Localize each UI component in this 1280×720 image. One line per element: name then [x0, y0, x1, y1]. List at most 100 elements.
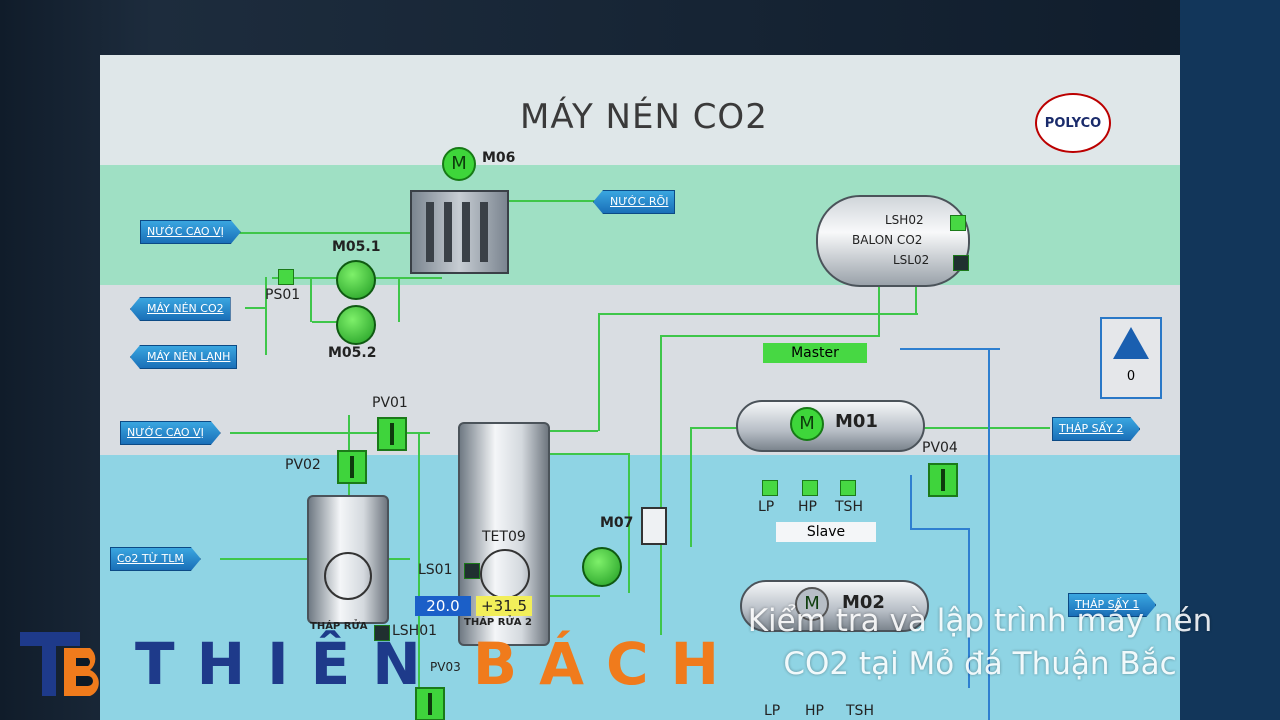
indicator-tsh	[840, 480, 856, 496]
thap-rua-vessel	[307, 495, 389, 624]
label-lp: LP	[758, 499, 775, 515]
thien-bach-logo-mark	[20, 628, 115, 700]
tag-nuoc-roi[interactable]: NƯỚC RÕI	[593, 190, 676, 214]
pipe	[550, 595, 600, 597]
label-lsl02: LSL02	[893, 253, 930, 267]
caption-line-2: CO2 tại Mỏ đá Thuận Bắc	[783, 646, 1177, 682]
label-lsh02: LSH02	[885, 213, 924, 227]
label-pv01: PV01	[372, 395, 408, 411]
tag-thap-say-2[interactable]: THÁP SẤY 2	[1052, 417, 1140, 441]
pipe	[310, 277, 312, 322]
pipe	[660, 335, 880, 337]
alarm-button[interactable]: 0	[1100, 317, 1162, 399]
label-m02: M02	[842, 592, 885, 613]
reading-value-yellow: +31.5	[476, 596, 532, 616]
tower-slat	[462, 202, 470, 262]
label-m06: M06	[482, 150, 516, 166]
pipe	[920, 427, 1050, 429]
tag-co2-tu-tlm[interactable]: Co2 TỪ TLM	[110, 547, 201, 571]
compressor-m01[interactable]	[736, 400, 925, 452]
m07-inverter-icon[interactable]	[641, 507, 667, 545]
pipe	[598, 313, 918, 315]
level-switch-lsh01	[374, 625, 390, 641]
pipe	[235, 232, 415, 234]
level-switch-lsh02	[950, 215, 966, 231]
vessel-window	[480, 549, 530, 599]
pipe	[878, 285, 880, 337]
label-hp-2: HP	[805, 703, 824, 719]
label-thap-rua: THÁP RỬA	[310, 621, 368, 632]
pipe	[505, 200, 600, 202]
pipe	[548, 430, 598, 432]
thien-bach-brand: THIÊN BÁCH	[20, 628, 741, 700]
tag-may-nen-co2[interactable]: MÁY NÉN CO2	[130, 297, 231, 321]
pipe	[398, 277, 400, 322]
pipe	[598, 313, 600, 431]
label-pv04: PV04	[922, 440, 958, 456]
page-title: MÁY NÉN CO2	[520, 97, 768, 137]
pipe	[968, 528, 970, 688]
label-m05-1: M05.1	[332, 239, 381, 255]
pipe	[915, 285, 917, 315]
pipe	[900, 348, 1000, 350]
alarm-count: 0	[1126, 369, 1136, 384]
brand-thien: THIÊN	[135, 630, 443, 698]
pump-m07[interactable]	[582, 547, 622, 587]
pipe	[988, 348, 990, 720]
pipe	[628, 453, 630, 593]
tag-nuoc-cao-vi-mid[interactable]: NƯỚC CAO VỊ	[120, 421, 221, 445]
label-tsh-2: TSH	[846, 703, 874, 719]
vessel-window	[324, 552, 372, 600]
status-slave: Slave	[776, 522, 876, 542]
video-caption: Kiểm tra và lập trình máy nén CO2 tại Mỏ…	[700, 600, 1260, 686]
compressor-zone	[100, 285, 1180, 455]
tower-slat	[426, 202, 434, 262]
pipe	[245, 307, 265, 309]
status-master: Master	[763, 343, 867, 363]
tower-slat	[480, 202, 488, 262]
cooling-tower	[410, 190, 509, 274]
cooling-zone	[100, 165, 1180, 285]
pipe	[910, 475, 912, 530]
pipe	[230, 432, 430, 434]
pipe	[418, 432, 420, 692]
pipe	[660, 335, 662, 635]
pipe	[690, 427, 755, 429]
pressure-switch-ps01	[278, 269, 294, 285]
washing-zone	[100, 455, 1180, 720]
balon-co2-tank	[816, 195, 970, 287]
motor-m01[interactable]: M	[790, 407, 824, 441]
valve-pv01[interactable]	[377, 417, 407, 451]
header-band	[100, 55, 1180, 165]
brand-bach: BÁCH	[472, 630, 742, 698]
indicator-hp	[802, 480, 818, 496]
pipe	[690, 427, 692, 547]
label-pv02: PV02	[285, 457, 321, 473]
warning-icon	[1113, 327, 1149, 359]
caption-line-1: Kiểm tra và lập trình máy nén	[747, 603, 1213, 639]
valve-pv04[interactable]	[928, 463, 958, 497]
balon-label: BALON CO2	[852, 233, 923, 247]
label-ls01: LS01	[418, 562, 453, 578]
polyco-logo: POLYCO	[1035, 93, 1111, 153]
tag-may-nen-lanh[interactable]: MÁY NÉN LẠNH	[130, 345, 238, 369]
compressor-m02[interactable]	[740, 580, 929, 632]
pump-m05-1[interactable]	[336, 260, 376, 300]
valve-pv02[interactable]	[337, 450, 367, 484]
valve-pv03[interactable]	[415, 687, 445, 720]
tag-nuoc-cao-vi-top[interactable]: NƯỚC CAO VỊ	[140, 220, 241, 244]
motor-m02[interactable]: M	[795, 587, 829, 621]
label-lp-2: LP	[764, 703, 781, 719]
monitor-bezel-right	[1180, 0, 1280, 720]
pipe	[265, 277, 267, 355]
label-tsh: TSH	[835, 499, 863, 515]
pump-m05-2[interactable]	[336, 305, 376, 345]
level-switch-ls01	[464, 563, 480, 579]
pipe	[548, 453, 628, 455]
label-pv03: PV03	[430, 660, 461, 674]
tag-thap-say-1[interactable]: THÁP SẤY 1	[1068, 593, 1156, 617]
indicator-lp	[762, 480, 778, 496]
tower-slat	[444, 202, 452, 262]
motor-m06[interactable]: M	[442, 147, 476, 181]
label-thap-rua-2: THÁP RỬA 2	[464, 617, 532, 628]
